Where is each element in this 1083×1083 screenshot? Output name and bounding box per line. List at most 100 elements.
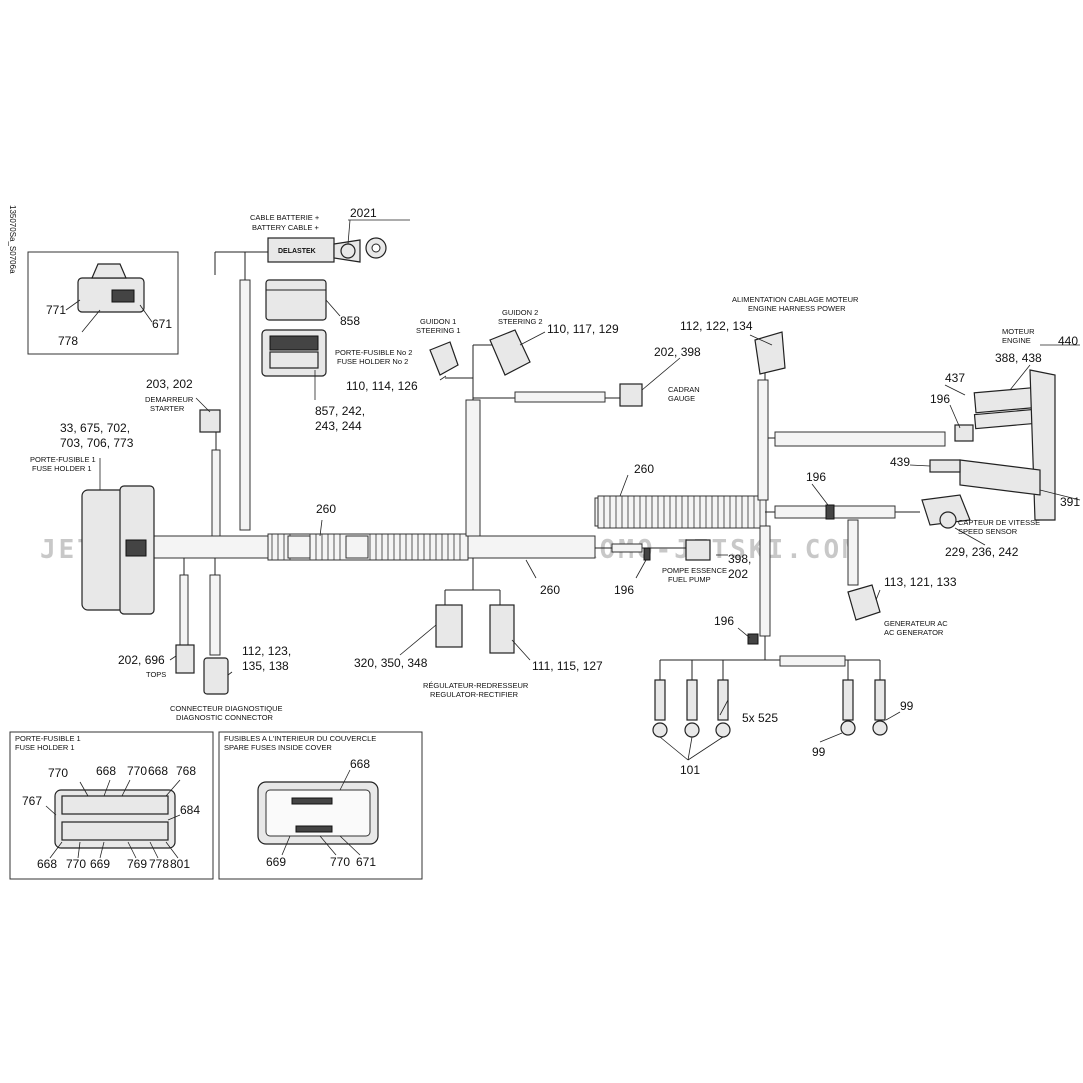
callout-112a: 112, 122, 134 [680,319,753,333]
callout-numbers: 2021 858 857, 242, 243, 244 110, 114, 12… [60,206,1080,777]
callout-525: 5x 525 [742,711,778,725]
caption-speed-fr: CAPTEUR DE VITESSE [958,518,1040,527]
fuel-pump-connector [643,539,711,561]
inset-fh1-title-en: FUSE HOLDER 1 [15,743,75,752]
inset-fh1-778: 778 [149,857,169,871]
inset-fh1-768: 768 [176,764,196,778]
inset-fh1-668b: 668 [148,764,168,778]
caption-pump-fr: POMPE ESSENCE [662,566,727,575]
callout-202b: 202, 696 [118,653,165,667]
callout-196c: 196 [614,583,634,597]
callout-437: 437 [945,371,965,385]
callout-778a: 778 [58,334,78,348]
inset-fuse-holder-1: PORTE-FUSIBLE 1 FUSE HOLDER 1 770 668 77… [9,731,214,880]
callout-2021: 2021 [350,206,377,220]
caption-acgen-fr: GENERATEUR AC [884,619,948,628]
doc-code: 135070Sa_S0706a [8,205,17,274]
caption-steer1-en: STEERING 1 [416,326,461,335]
inset-fh1-770c: 770 [66,857,86,871]
callout-33b: 703, 706, 773 [60,436,134,450]
callout-112b: 112, 123, [242,644,291,658]
caption-battery-en: BATTERY CABLE + [252,223,320,232]
caption-battery-fr: CABLE BATTERIE + [250,213,320,222]
callout-110b: 110, 117, 129 [547,322,619,336]
clip-196-lower [747,633,759,645]
battery-cable: DELASTEK [267,237,387,263]
clip-196-right [825,504,835,520]
callout-858: 858 [340,314,360,328]
caption-regrec-en: REGULATOR-RECTIFIER [430,690,519,699]
inset-fh1-669: 669 [90,857,110,871]
callout-111: 111, 115, 127 [532,659,603,673]
callout-229: 229, 236, 242 [945,545,1019,559]
inset-spare-fuses: FUSIBLES A L'INTERIEUR DU COUVERCLE SPAR… [218,731,423,880]
callout-203: 203, 202 [146,377,193,391]
inset-fh1-770a: 770 [48,766,68,780]
ac-generator-connector [847,584,881,621]
callout-202a: 202, 398 [654,345,701,359]
harness-wires [149,251,946,680]
caption-fh2-fr: PORTE-FUSIBLE No 2 [335,348,412,357]
caption-regrec-fr: RÉGULATEUR-REDRESSEUR [423,681,529,690]
inset-fh1-770b: 770 [127,764,147,778]
callout-113: 113, 121, 133 [884,575,957,589]
caption-fh1-fr: PORTE-FUSIBLE 1 [30,455,96,464]
callout-99b: 99 [812,745,826,759]
callout-135: 135, 138 [242,659,289,673]
callout-196a: 196 [930,392,950,406]
callout-440: 440 [1058,334,1078,348]
caption-engine-fr: MOTEUR [1002,327,1035,336]
caption-starter-en: STARTER [150,404,185,413]
steering-1-connector [429,341,459,376]
inset-fh1-801: 801 [170,857,190,871]
caption-fh2-en: FUSE HOLDER No 2 [337,357,408,366]
callout-101: 101 [680,763,700,777]
captions: CABLE BATTERIE + BATTERY CABLE + PORTE-F… [30,213,1040,722]
callout-110a: 110, 114, 126 [346,379,418,393]
callout-196d: 196 [714,614,734,628]
inset-spare-title-fr: FUSIBLES A L'INTERIEUR DU COUVERCLE [224,734,376,743]
inset-spare-668: 668 [350,757,370,771]
callout-196b: 196 [806,470,826,484]
fuse-holder-2 [261,329,327,377]
caption-pump-en: FUEL PUMP [668,575,711,584]
inset-fh1-668a: 668 [96,764,116,778]
callout-leaders [99,219,1081,761]
gauge-connector [619,383,643,407]
ring-terminals [652,679,888,738]
callout-388: 388, 438 [995,351,1042,365]
callout-391: 391 [1060,495,1080,509]
inset-spare-671: 671 [356,855,376,869]
starter-connector [199,409,221,433]
caption-ehp-fr: ALIMENTATION CABLAGE MOTEUR [732,295,859,304]
callout-398b: 202 [728,567,748,581]
speed-sensor [921,494,971,529]
caption-engine-en: ENGINE [1002,336,1031,345]
inset-fh1-668c: 668 [37,857,57,871]
callout-320: 320, 350, 348 [354,656,428,670]
caption-acgen-en: AC GENERATOR [884,628,944,637]
steering-2-connector [489,329,531,376]
regulator-rectifier-connectors [435,604,515,654]
fuse-holder-1 [81,485,155,615]
callout-260c: 260 [540,583,560,597]
callout-439: 439 [890,455,910,469]
callout-398a: 398, [728,552,751,566]
inset-spare-title-en: SPARE FUSES INSIDE COVER [224,743,332,752]
caption-steer2-fr: GUIDON 2 [502,308,538,317]
callout-671a: 671 [152,317,172,331]
callout-260a: 260 [634,462,654,476]
caption-diag-fr: CONNECTEUR DIAGNOSTIQUE [170,704,283,713]
inset-fh1-684: 684 [180,803,200,817]
callout-771: 771 [46,303,66,317]
tops-connector [175,644,195,674]
caption-steer2-en: STEERING 2 [498,317,543,326]
inset-spare-669: 669 [266,855,286,869]
callout-260b: 260 [316,502,336,516]
delastek-label: DELASTEK [278,248,316,255]
callout-99a: 99 [900,699,914,713]
caption-diag-en: DIAGNOSTIC CONNECTOR [176,713,274,722]
caption-ehp-en: ENGINE HARNESS POWER [748,304,846,313]
caption-gauge-fr: CADRAN [668,385,700,394]
